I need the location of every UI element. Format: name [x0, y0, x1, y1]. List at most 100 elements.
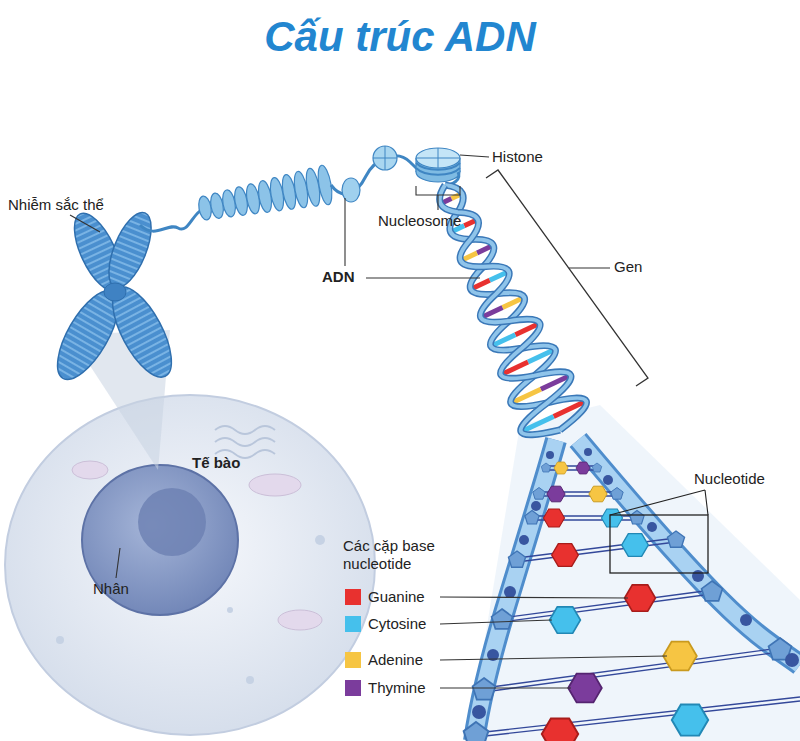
part-label: ADN: [322, 268, 355, 286]
phosphate: [531, 501, 541, 511]
cytosine-base: [622, 534, 649, 557]
vesicle: [56, 636, 64, 644]
nucleotide-frame: [610, 515, 708, 573]
nucleolus: [138, 488, 206, 556]
part-label: Nhiễm sắc thể: [8, 196, 104, 214]
sugar: [508, 551, 525, 567]
leader-line: [610, 490, 708, 515]
base-pair-bond: [502, 590, 712, 622]
bases: [542, 462, 708, 741]
phosphates: [472, 448, 799, 719]
part-label: Gen: [614, 258, 642, 276]
sugar: [492, 609, 513, 629]
phosphate: [584, 448, 592, 456]
thymine-base: [547, 486, 565, 502]
adenine-base: [589, 486, 607, 502]
sugar: [630, 511, 644, 525]
hydrogen-bonds: [476, 466, 800, 737]
histone-divider: [373, 146, 397, 170]
cytosine-base: [672, 704, 708, 735]
cytosine-base: [602, 509, 623, 527]
organelle: [72, 461, 108, 479]
legend-text: Thymine: [368, 679, 426, 697]
guanine-base: [552, 544, 579, 567]
chromosome-arm: [46, 282, 131, 389]
leader-line: [70, 215, 100, 232]
part-label: Tế bào: [192, 454, 240, 472]
leader-line: [569, 267, 610, 268]
backbone-outline: [578, 440, 800, 665]
phosphate: [692, 570, 704, 582]
vesicle: [246, 676, 254, 684]
histone-octamer: [416, 148, 460, 168]
histone-divider: [416, 148, 460, 168]
cell-body: [5, 395, 375, 735]
phosphate: [472, 705, 486, 719]
helix-backbone-outline: [445, 185, 587, 430]
thymine-base: [568, 674, 602, 703]
phosphate: [519, 535, 529, 545]
chromosome-arm: [101, 278, 183, 385]
helix-backbone: [445, 185, 587, 430]
part-label: Histone: [492, 148, 543, 166]
thymine-base: [576, 462, 590, 474]
legend-text: Cytosine: [368, 615, 426, 633]
phosphate: [603, 475, 613, 485]
phosphate: [740, 614, 752, 626]
leader-line: [440, 620, 552, 624]
part-label: Nhân: [93, 580, 129, 598]
base-pair-bond: [517, 538, 676, 562]
organelle: [278, 610, 322, 630]
adenine-base: [663, 642, 697, 671]
sugar: [533, 488, 545, 500]
cytosine-base: [550, 607, 581, 633]
legend-swatch: [345, 589, 361, 605]
sugar: [592, 463, 602, 472]
phosphate: [504, 586, 516, 598]
leader-line: [440, 656, 667, 660]
leader-line: [460, 155, 489, 157]
nucleosome-bead: [373, 146, 397, 170]
guanine-base: [544, 509, 565, 527]
leader-lines: [70, 155, 667, 688]
sugar: [541, 463, 551, 472]
gene-bracket: [486, 170, 648, 386]
guanine-base: [542, 718, 578, 741]
sugar: [525, 511, 539, 525]
sugars: [464, 463, 792, 741]
diagram-title: Cấu trúc ADN: [0, 12, 800, 62]
base-pair-bond: [484, 648, 780, 692]
endoplasmic-reticulum: [215, 426, 275, 458]
nucleus: [82, 465, 238, 615]
vesicle: [227, 607, 233, 613]
chromatin-strand: [140, 209, 203, 231]
leader-line: [345, 198, 480, 278]
centromere: [104, 283, 126, 301]
sugar: [667, 531, 684, 547]
sugar: [464, 722, 489, 741]
sugar: [473, 678, 496, 700]
legend-swatch: [345, 616, 361, 632]
legend-text: Guanine: [368, 588, 425, 606]
leader-line: [440, 597, 628, 598]
leader-line: [440, 687, 571, 688]
sugar: [702, 581, 723, 601]
part-label: Nucleotide: [694, 470, 765, 488]
guanine-base: [625, 585, 656, 611]
legend-swatch: [345, 680, 361, 696]
vesicle: [315, 535, 325, 545]
legend-text: Adenine: [368, 651, 423, 669]
adenine-base: [554, 462, 568, 474]
sugar-phosphate-backbone: [578, 440, 800, 665]
phosphate: [647, 522, 657, 532]
zoom-cone: [468, 405, 800, 741]
sugar: [611, 488, 623, 500]
base-pair-bond: [476, 697, 800, 737]
part-label: Nucleosome: [378, 212, 461, 230]
chromosome-arm: [100, 207, 160, 293]
part-label: Các cặp base nucleotide: [343, 537, 463, 573]
chromatin-fiber: [197, 164, 334, 221]
leader-line: [116, 548, 120, 578]
organelle: [249, 474, 301, 496]
